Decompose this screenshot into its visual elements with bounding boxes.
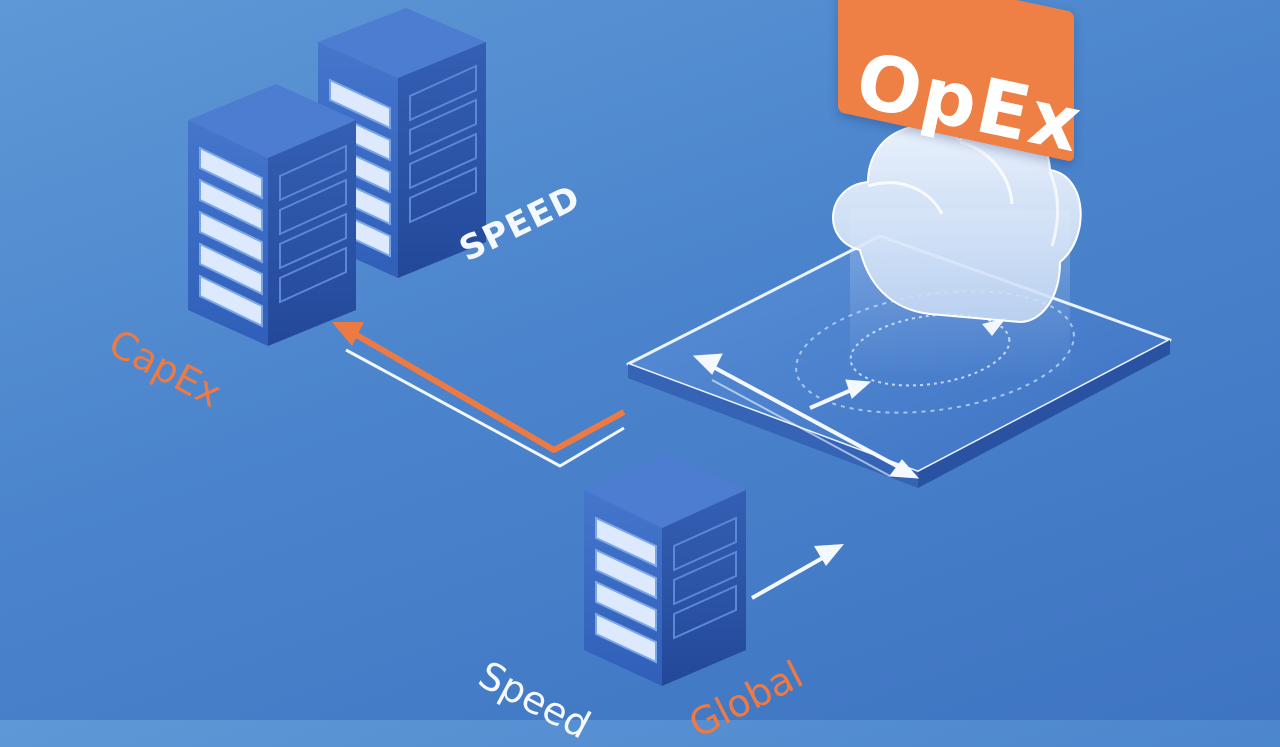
capex-arrow [332,322,626,468]
cloud-icon [832,116,1082,324]
global-arrow [751,544,844,600]
illustration-canvas [188,8,1172,686]
platform-arrows [692,318,1006,479]
server-rack-left [188,84,356,346]
server-rack-bottom [584,454,746,686]
